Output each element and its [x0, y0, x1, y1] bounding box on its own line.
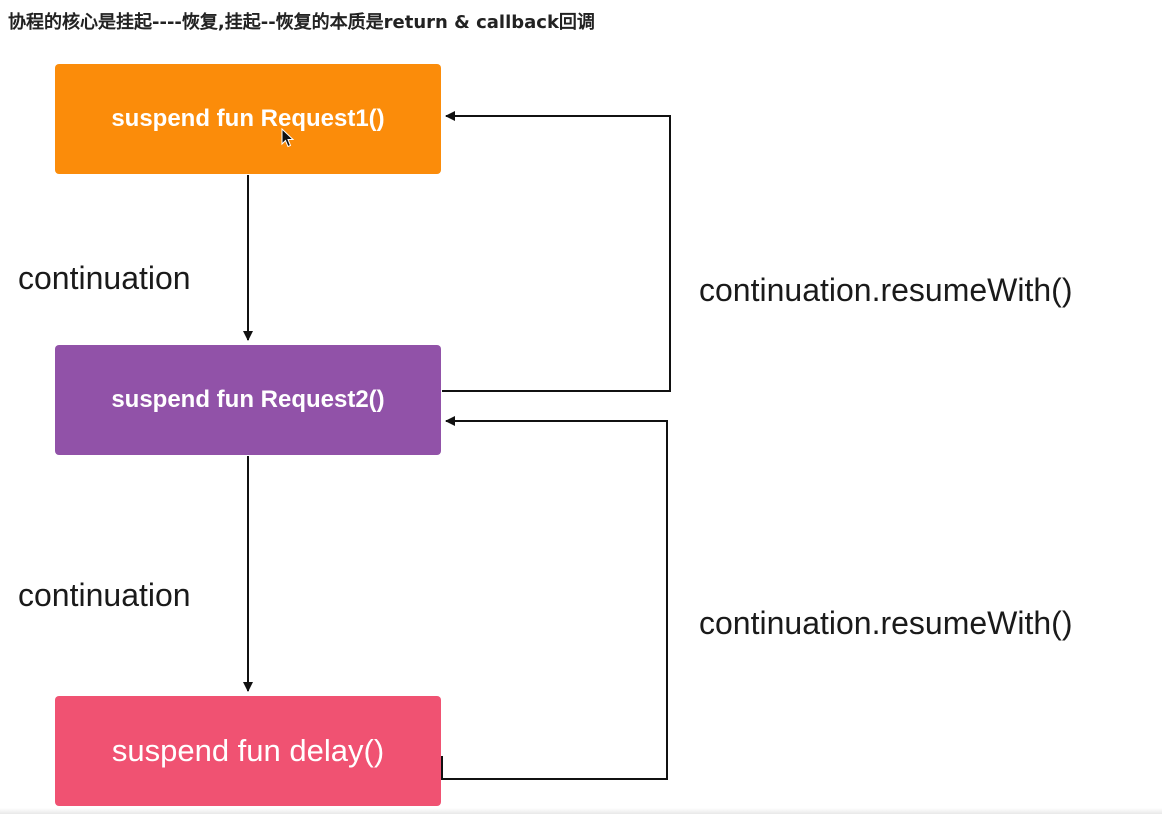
request1-label: suspend fun Request1()	[111, 105, 385, 132]
page-title: 协程的核心是挂起----恢复,挂起--恢复的本质是return & callba…	[8, 12, 595, 33]
request2-box: suspend fun Request2()	[55, 345, 441, 455]
request2-label: suspend fun Request2()	[111, 386, 385, 413]
delay-label: suspend fun delay()	[111, 733, 385, 768]
request1-box: suspend fun Request1()	[55, 64, 441, 174]
delay-box: suspend fun delay()	[55, 696, 441, 806]
continuation-label-2: continuation	[18, 577, 191, 613]
resume-label-2: continuation.resumeWith()	[699, 605, 1073, 641]
resume-label-1: continuation.resumeWith()	[699, 272, 1073, 308]
bottom-edge	[0, 808, 1162, 814]
mouse-cursor-icon	[281, 128, 295, 148]
resume-arrow-1	[442, 111, 671, 392]
resume-arrow-2	[441, 416, 668, 780]
continuation-label-1: continuation	[18, 260, 191, 296]
